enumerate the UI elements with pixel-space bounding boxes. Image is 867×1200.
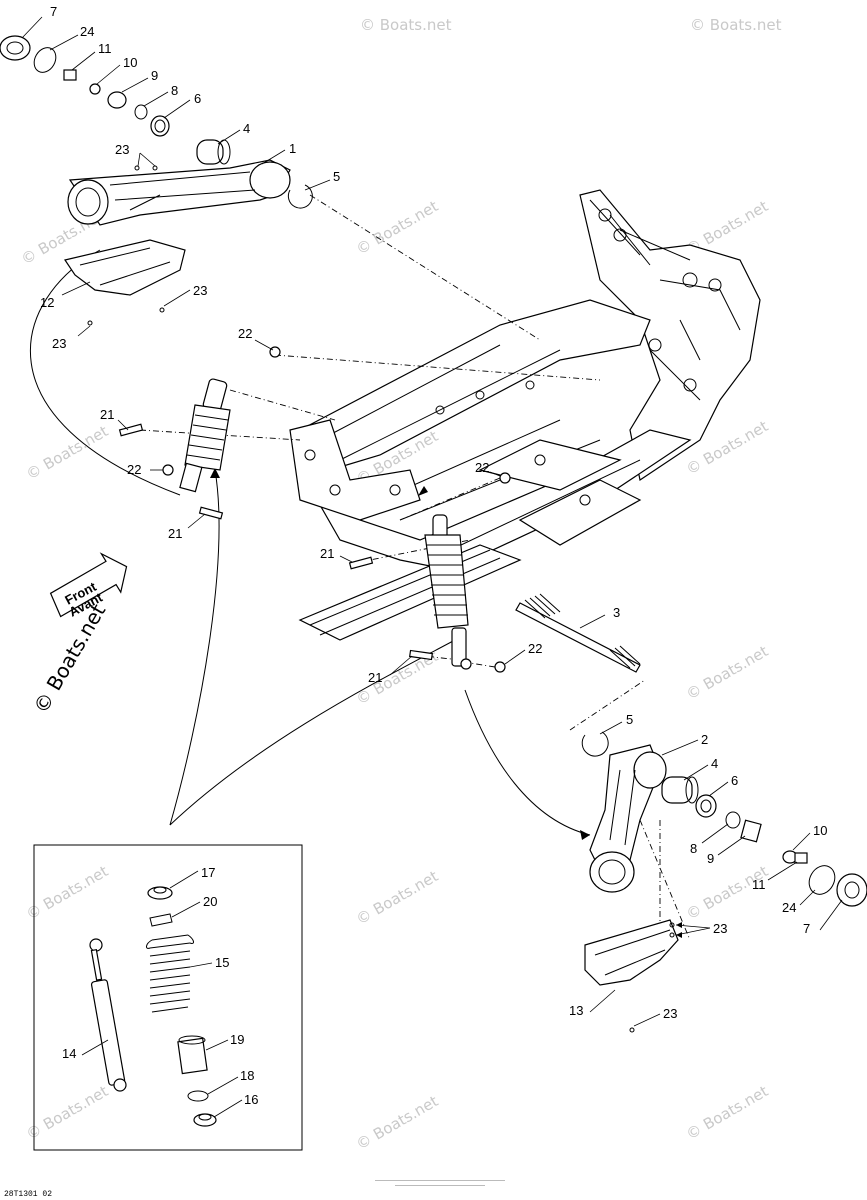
callout-8: 8 bbox=[690, 841, 697, 856]
callout-13: 13 bbox=[569, 1003, 583, 1018]
callout-9: 9 bbox=[151, 68, 158, 83]
callout-14: 14 bbox=[62, 1046, 76, 1061]
callout-21: 21 bbox=[368, 670, 382, 685]
copyright-line bbox=[375, 1180, 505, 1181]
callout-6: 6 bbox=[194, 91, 201, 106]
watermark: © Boats.net bbox=[23, 862, 111, 923]
shock-detail-inset bbox=[33, 844, 303, 1151]
drawing-code: 28T1301 02 bbox=[4, 1190, 52, 1199]
vehicle-frame bbox=[289, 189, 761, 641]
left-shock-absorber bbox=[118, 346, 281, 520]
callout-11: 11 bbox=[752, 877, 766, 892]
callout-18: 18 bbox=[240, 1068, 254, 1083]
callout-10: 10 bbox=[813, 823, 827, 838]
footer: 28T1301 02 bbox=[4, 1180, 505, 1199]
callout-22: 22 bbox=[528, 641, 542, 656]
callout-4: 4 bbox=[711, 756, 718, 771]
callout-8: 8 bbox=[171, 83, 178, 98]
watermark: © Boats.net bbox=[353, 1092, 441, 1153]
callout-19: 19 bbox=[230, 1032, 244, 1047]
callout-16: 16 bbox=[244, 1092, 258, 1107]
callout-22: 22 bbox=[127, 462, 141, 477]
callout-5: 5 bbox=[333, 169, 340, 184]
callout-3: 3 bbox=[613, 605, 620, 620]
watermark: © Boats.net bbox=[360, 16, 452, 34]
watermark-large: © Boats.net bbox=[29, 600, 111, 718]
callout-17: 17 bbox=[201, 865, 215, 880]
callout-23: 23 bbox=[713, 921, 727, 936]
watermark: © Boats.net bbox=[683, 1082, 771, 1143]
callout-9: 9 bbox=[707, 851, 714, 866]
callout-24: 24 bbox=[80, 24, 94, 39]
leader-lines bbox=[21, 16, 843, 1118]
callout-1: 1 bbox=[289, 141, 296, 156]
callout-7: 7 bbox=[803, 921, 810, 936]
callout-4: 4 bbox=[243, 121, 250, 136]
right-trailing-arm-assembly bbox=[581, 731, 867, 1033]
callout-12: 12 bbox=[40, 295, 54, 310]
callout-21: 21 bbox=[320, 546, 334, 561]
callout-2: 2 bbox=[701, 732, 708, 747]
callout-5: 5 bbox=[626, 712, 633, 727]
watermark: © Boats.net bbox=[683, 862, 771, 923]
callout-7: 7 bbox=[50, 4, 57, 19]
rear-axle bbox=[515, 593, 641, 673]
callout-23: 23 bbox=[193, 283, 207, 298]
callout-11: 11 bbox=[98, 41, 112, 56]
callout-20: 20 bbox=[203, 894, 217, 909]
callout-24: 24 bbox=[782, 900, 796, 915]
callout-21: 21 bbox=[100, 407, 114, 422]
callout-23: 23 bbox=[52, 336, 66, 351]
callout-10: 10 bbox=[123, 55, 137, 70]
callout-23: 23 bbox=[663, 1006, 677, 1021]
callout-15: 15 bbox=[215, 955, 229, 970]
watermark: © Boats.net bbox=[690, 16, 782, 34]
watermark: © Boats.net bbox=[683, 642, 771, 703]
callout-21: 21 bbox=[168, 526, 182, 541]
callout-22: 22 bbox=[475, 460, 489, 475]
callout-23: 23 bbox=[115, 142, 129, 157]
watermark: © Boats.net bbox=[353, 197, 441, 258]
callout-22: 22 bbox=[238, 326, 252, 341]
front-direction-arrow: Front Avant bbox=[49, 552, 128, 620]
callout-labels: 7 24 11 10 9 8 6 4 23 1 5 12 23 23 22 21… bbox=[40, 4, 827, 1107]
copyright-line bbox=[395, 1185, 485, 1186]
center-shock-absorber bbox=[348, 472, 511, 673]
callout-6: 6 bbox=[731, 773, 738, 788]
watermark: © Boats.net bbox=[23, 422, 111, 483]
watermark: © Boats.net bbox=[23, 1082, 111, 1143]
watermark: © Boats.net bbox=[353, 867, 441, 928]
left-trailing-arm-assembly bbox=[0, 35, 313, 326]
